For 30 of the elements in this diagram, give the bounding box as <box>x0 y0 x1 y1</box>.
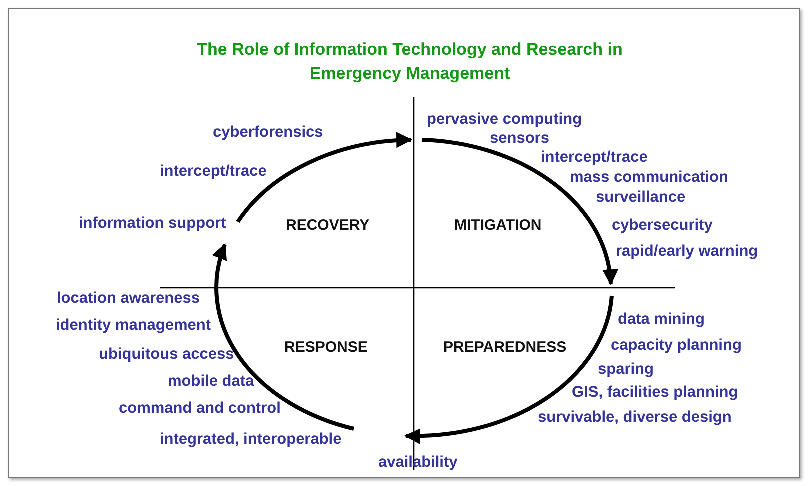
technology-label: GIS, facilities planning <box>572 384 738 402</box>
technology-label: intercept/trace <box>160 163 267 181</box>
phase-label: RESPONSE <box>284 339 368 357</box>
phase-label: MITIGATION <box>454 217 542 235</box>
technology-label: mass communication <box>570 169 728 187</box>
technology-label: data mining <box>618 311 705 329</box>
technology-label: cybersecurity <box>612 217 713 235</box>
technology-label: integrated, interoperable <box>160 431 342 449</box>
cycle-arrow <box>404 296 614 444</box>
technology-label: rapid/early warning <box>616 243 758 261</box>
cycle-arrow <box>236 132 413 224</box>
technology-label: information support <box>79 215 226 233</box>
technology-label: sensors <box>490 130 550 148</box>
technology-label: sparing <box>598 361 654 379</box>
cycle-arrow <box>422 138 618 286</box>
technology-label: ubiquitous access <box>99 346 234 364</box>
technology-label: surveillance <box>596 189 686 207</box>
technology-label: survivable, diverse design <box>538 409 732 427</box>
phase-label: RECOVERY <box>286 217 370 235</box>
technology-label: identity management <box>56 317 212 335</box>
technology-label: mobile data <box>168 373 254 391</box>
technology-label: capacity planning <box>611 337 742 355</box>
technology-label: pervasive computing <box>427 111 582 129</box>
cycle-arrow <box>213 243 355 431</box>
phase-label: PREPAREDNESS <box>444 339 567 357</box>
title: The Role of Information Technology and Research in Emergency Management <box>196 39 624 85</box>
technology-label: cyberforensics <box>213 124 324 142</box>
technology-label: command and control <box>119 400 281 418</box>
technology-label: location awareness <box>57 290 200 308</box>
technology-label: intercept/trace <box>541 149 648 167</box>
